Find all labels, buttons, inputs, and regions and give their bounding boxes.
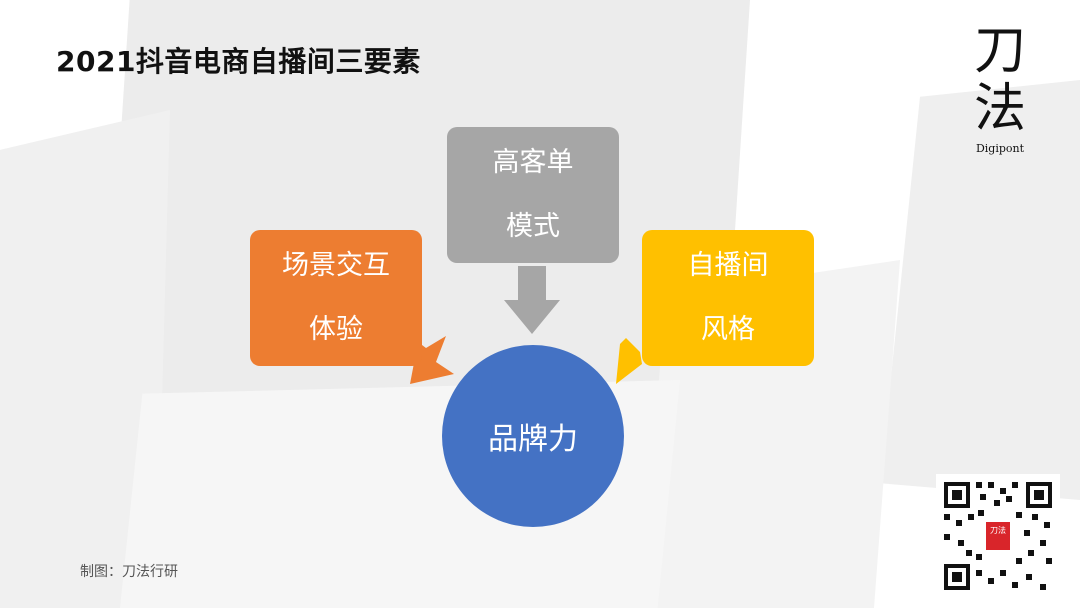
logo-char-2: 法 — [973, 79, 1026, 139]
brand-logo: 刀 法 Digipont — [960, 22, 1040, 155]
right-box-line2: 风格 — [701, 314, 755, 345]
left-box-scene-interaction: 场景交互 体验 — [250, 230, 422, 366]
logo-char-1: 刀 — [973, 21, 1026, 81]
qr-center-label: 刀法 — [990, 526, 1006, 535]
footer-credit: 制图：刀法行研 — [80, 564, 178, 580]
top-box-line2: 模式 — [506, 211, 560, 242]
right-box-line1: 自播间 — [687, 250, 769, 281]
left-box-line1: 场景交互 — [282, 250, 390, 281]
center-circle-brand-power: 品牌力 — [442, 345, 624, 527]
center-circle-label: 品牌力 — [488, 422, 578, 457]
logo-subtitle: Digipont — [975, 142, 1025, 155]
page-title: 2021抖音电商自播间三要素 — [56, 45, 421, 78]
top-box-high-ticket-model: 高客单 模式 — [447, 127, 619, 263]
qr-code[interactable]: 刀法 — [936, 474, 1060, 598]
arrow-top-down — [504, 266, 560, 334]
arrow-right-diagonal — [616, 338, 642, 384]
top-box-line1: 高客单 — [492, 147, 574, 178]
qr-code-icon — [936, 474, 1060, 598]
left-box-line2: 体验 — [309, 314, 363, 345]
right-box-live-room-style: 自播间 风格 — [642, 230, 814, 366]
